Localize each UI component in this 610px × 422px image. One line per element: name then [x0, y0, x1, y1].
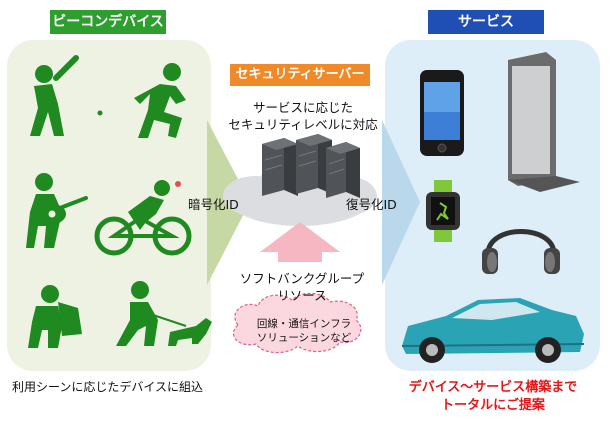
security-desc-line2: セキュリティレベルに対応 — [228, 117, 378, 132]
cyclist-icon — [94, 180, 192, 256]
infra-cloud — [232, 292, 362, 354]
softbank-line1: ソフトバンクグループ — [239, 271, 365, 286]
left-caption: 利用シーンに応じたデバイスに組込 — [12, 380, 204, 394]
cloud-text-line2: ソリューションなど — [256, 332, 352, 344]
headphones-icon — [482, 229, 560, 274]
security-desc-line1: サービスに応じた — [252, 100, 353, 115]
car-icon — [401, 298, 585, 363]
decrypted-id-text: 復号化ID — [346, 197, 397, 212]
beacon-devices-label: ビーコンデバイス — [50, 10, 166, 34]
right-caption-line2: トータルにご提案 — [441, 398, 545, 413]
encrypted-id-text: 暗号化ID — [188, 197, 239, 212]
cloud-text-line1: 回線・通信インフラ — [256, 318, 352, 330]
digital-signage-icon — [508, 52, 580, 192]
backpacker-icon — [28, 285, 82, 348]
server-rack-icon — [262, 134, 360, 198]
security-server-label: セキュリティサーバー — [230, 64, 370, 86]
right-flow-arrow — [382, 120, 420, 285]
softbank-line2: リソース — [277, 288, 327, 303]
resource-up-arrow — [260, 222, 340, 262]
runner-icon — [134, 63, 186, 138]
dog-walker-icon — [116, 281, 212, 346]
smartwatch-icon — [426, 180, 460, 242]
guitar-player-icon — [26, 173, 88, 248]
services-label: サービス — [428, 10, 544, 34]
smartphone-icon — [420, 70, 464, 156]
baseball-batter-icon — [30, 55, 79, 136]
right-caption-line1: デバイス～サービス構築まで — [408, 380, 578, 395]
